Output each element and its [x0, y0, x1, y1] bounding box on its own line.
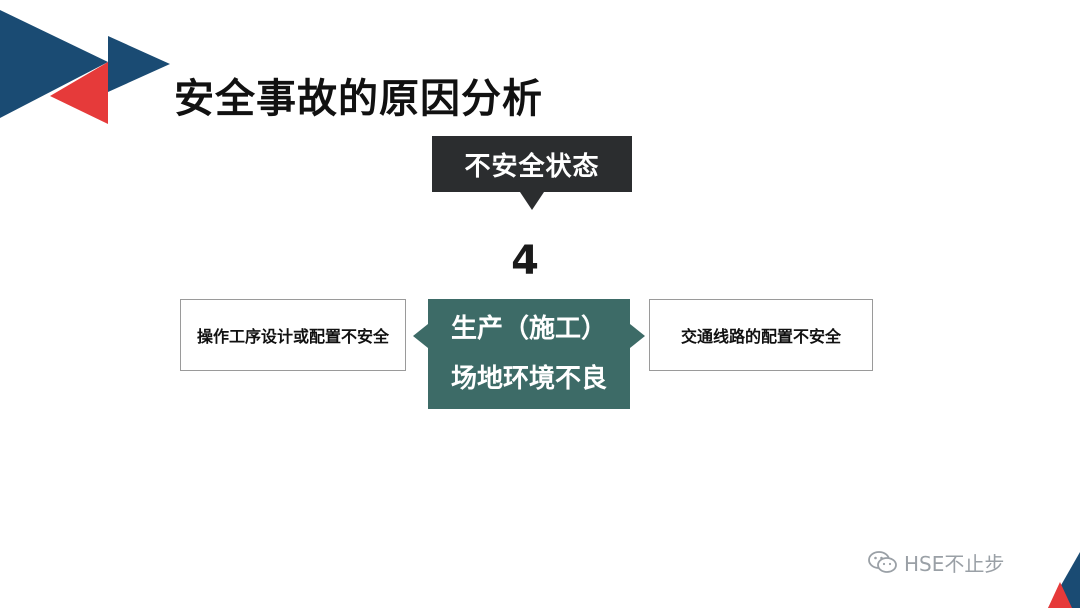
center-cause-line2: 场地环境不良 [450, 364, 607, 394]
left-cause-text: 操作工序设计或配置不安全 [196, 327, 389, 346]
red-triangle [50, 62, 108, 124]
right-cause-text: 交通线路的配置不安全 [680, 327, 841, 346]
page-title: 安全事故的原因分析 [174, 76, 543, 122]
category-pointer [520, 192, 544, 210]
center-cause-line1: 生产（施工） [450, 314, 607, 344]
watermark-text: HSE不止步 [904, 552, 1005, 576]
arrow-left-icon [413, 324, 428, 348]
category-label: 不安全状态 [432, 136, 632, 192]
watermark: HSE不止步 [868, 548, 1004, 577]
navy-triangle-left [0, 10, 108, 118]
navy-triangle-right [108, 36, 170, 92]
item-number: 4 [511, 238, 539, 284]
red-corner-triangle [1048, 582, 1072, 608]
right-cause-box: 交通线路的配置不安全 [649, 299, 873, 371]
corner-triangles-decoration [0, 10, 170, 124]
left-cause-box: 操作工序设计或配置不安全 [180, 299, 406, 371]
bottom-right-triangles-decoration [1048, 552, 1080, 608]
wechat-icon [868, 550, 897, 573]
arrow-right-icon [630, 324, 645, 348]
center-cause-box: 生产（施工） 场地环境不良 [428, 299, 630, 409]
